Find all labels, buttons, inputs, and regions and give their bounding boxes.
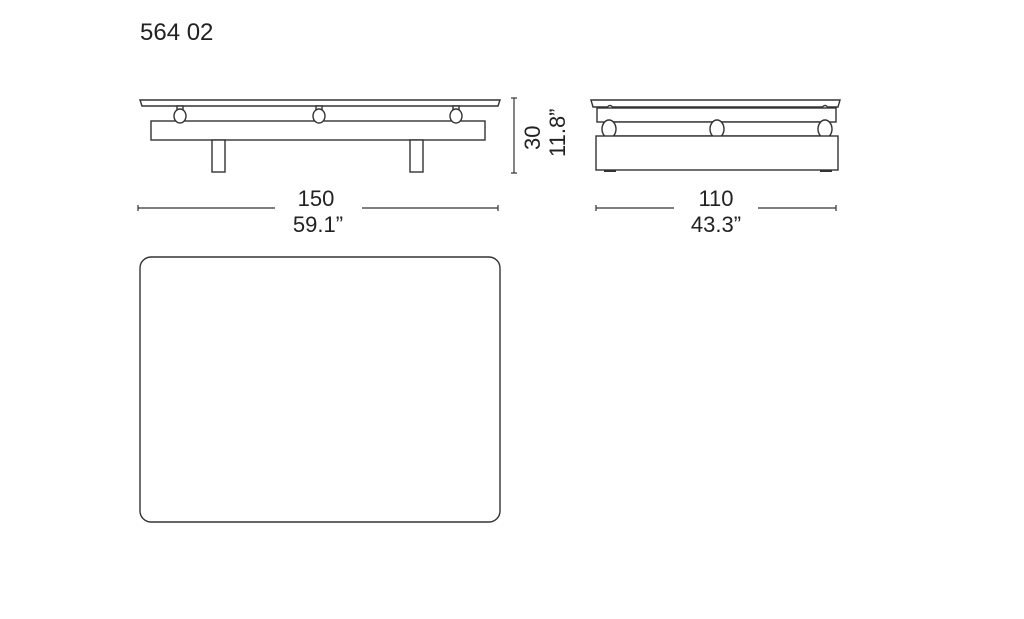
side-leg-left [211, 139, 226, 173]
width-cm: 150 [298, 186, 335, 211]
side-leg-right [409, 139, 424, 173]
product-code: 564 02 [140, 19, 213, 46]
front-elevation: 110 43.3” [590, 99, 841, 237]
front-tabletop [590, 99, 841, 108]
height-cm: 30 [520, 126, 545, 150]
width-in: 59.1” [293, 212, 343, 237]
plan-view-tabletop [139, 256, 501, 523]
front-base [595, 135, 839, 171]
side-beam [150, 120, 486, 141]
depth-cm: 110 [698, 186, 733, 211]
height-in: 11.8” [545, 108, 570, 157]
depth-in: 43.3” [691, 212, 741, 237]
side-knobs [173, 105, 463, 124]
side-elevation: 30 11.8” 150 59.1” [137, 97, 570, 237]
side-tabletop [139, 99, 501, 107]
